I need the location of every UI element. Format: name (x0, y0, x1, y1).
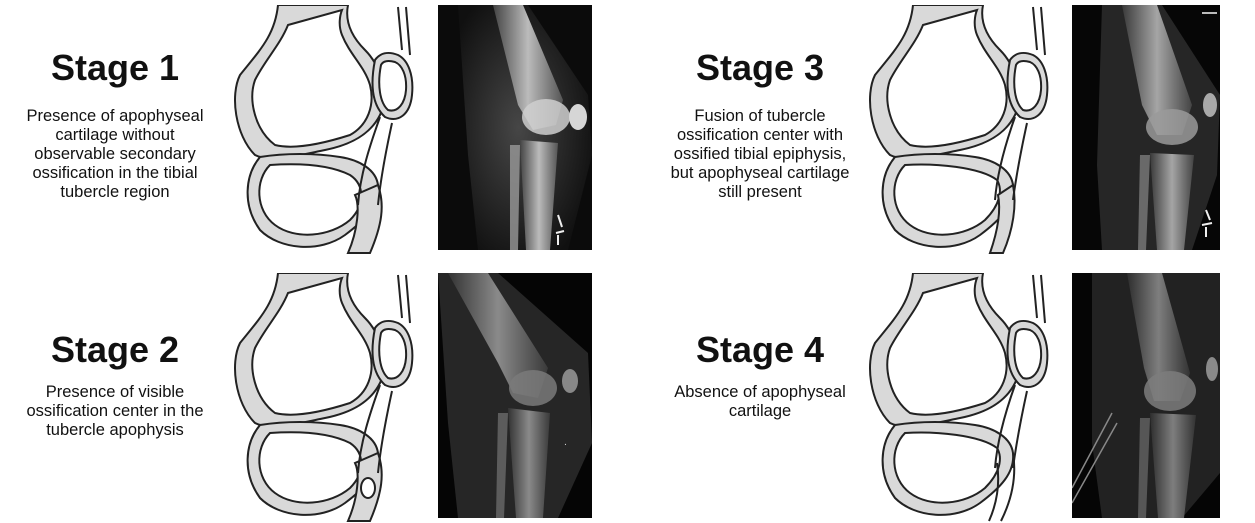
stage-4-title: Stage 4 (640, 329, 880, 371)
description-line: Fusion of tubercle (645, 107, 875, 126)
stage-4-text: Stage 4 Absence of apophyseal cartilage (640, 273, 880, 523)
description-line: Absence of apophyseal (645, 383, 875, 402)
xray-stage-3 (1072, 5, 1220, 250)
stage-3-text: Stage 3 Fusion of tubercle ossification … (640, 5, 880, 255)
description-line: cartilage (645, 402, 875, 421)
stage-1-panel: Stage 1 Presence of apophyseal cartilage… (0, 5, 620, 255)
knee-schematic-stage-2 (230, 273, 435, 523)
description-line: ossification center with (645, 126, 875, 145)
stage-3-description: Fusion of tubercle ossification center w… (645, 107, 875, 202)
knee-schematic-stage-4 (865, 273, 1070, 523)
description-line: ossification center in the (5, 402, 225, 421)
stage-2-title: Stage 2 (0, 329, 230, 371)
xray-stage-2: . (438, 273, 592, 518)
stage-1-title: Stage 1 (0, 47, 230, 89)
stage-1-description: Presence of apophyseal cartilage without… (5, 107, 225, 202)
description-line: observable secondary (5, 145, 225, 164)
xray-stage-4 (1072, 273, 1220, 518)
stage-2-panel: Stage 2 Presence of visible ossification… (0, 273, 620, 523)
description-line: Presence of visible (5, 383, 225, 402)
xray-marker: . (564, 438, 567, 448)
knee-schematic-stage-1 (230, 5, 435, 255)
description-line: Presence of apophyseal (5, 107, 225, 126)
stage-2-text: Stage 2 Presence of visible ossification… (0, 273, 230, 523)
description-line: tubercle region (5, 183, 225, 202)
stage-2-description: Presence of visible ossification center … (5, 383, 225, 440)
description-line: ossified tibial epiphysis, (645, 145, 875, 164)
stage-3-title: Stage 3 (640, 47, 880, 89)
description-line: but apophyseal cartilage (645, 164, 875, 183)
stage-3-panel: Stage 3 Fusion of tubercle ossification … (640, 5, 1255, 255)
stage-4-description: Absence of apophyseal cartilage (645, 383, 875, 421)
stage-1-text: Stage 1 Presence of apophyseal cartilage… (0, 5, 230, 255)
xray-stage-1 (438, 5, 592, 250)
description-line: tubercle apophysis (5, 421, 225, 440)
stage-4-panel: Stage 4 Absence of apophyseal cartilage (640, 273, 1255, 523)
description-line: still present (645, 183, 875, 202)
knee-schematic-stage-3 (865, 5, 1070, 255)
description-line: ossification in the tibial (5, 164, 225, 183)
description-line: cartilage without (5, 126, 225, 145)
